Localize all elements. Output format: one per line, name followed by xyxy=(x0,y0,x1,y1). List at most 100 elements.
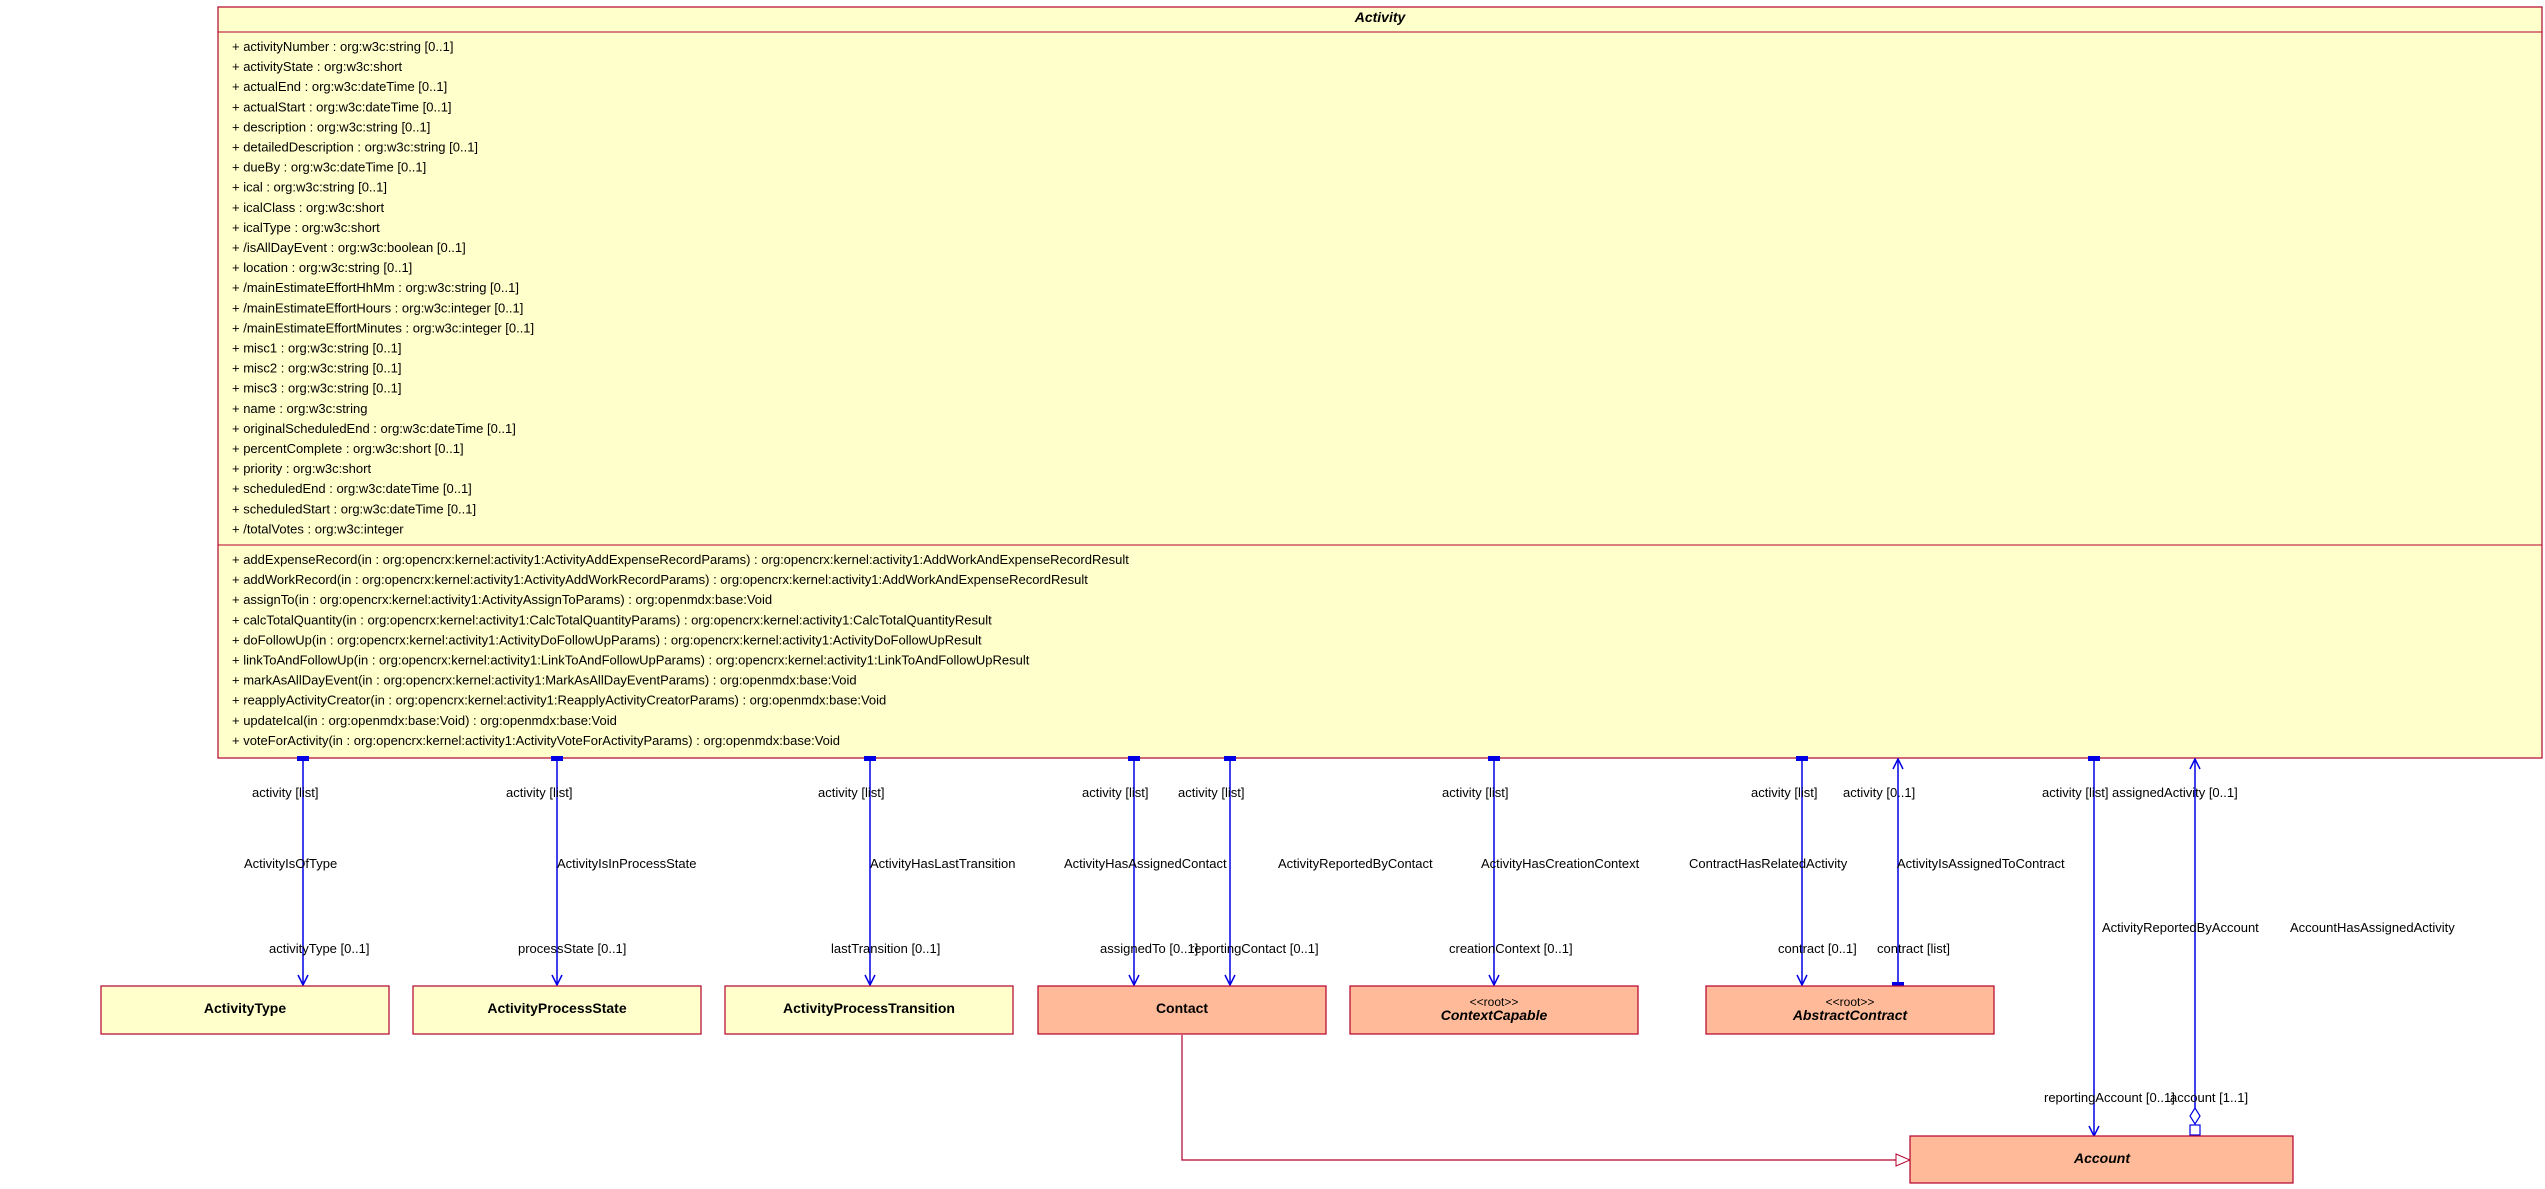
attribute-line: + /isAllDayEvent : org:w3c:boolean [0..1… xyxy=(232,240,466,255)
attribute-line: + misc1 : org:w3c:string [0..1] xyxy=(232,341,401,356)
attribute-line: + /totalVotes : org:w3c:integer xyxy=(232,521,404,536)
operation-line: + addExpenseRecord(in : org:opencrx:kern… xyxy=(232,552,1129,567)
operation-line: + markAsAllDayEvent(in : org:opencrx:ker… xyxy=(232,673,857,688)
assoc-end-activity-reported-by-contact xyxy=(1224,756,1236,761)
attribute-line: + detailedDescription : org:w3c:string [… xyxy=(232,140,478,155)
role-label: activity [list] xyxy=(1082,785,1148,800)
role-label: activity [list] xyxy=(1178,785,1244,800)
class-context-capable-stereotype: <<root>> xyxy=(1470,995,1519,1009)
association-name: ActivityHasCreationContext xyxy=(1481,856,1640,871)
association-labels: activity [list] ActivityIsOfType activit… xyxy=(244,785,2455,1105)
association-name: ActivityHasLastTransition xyxy=(870,856,1015,871)
attribute-line: + icalType : org:w3c:short xyxy=(232,220,380,235)
attribute-line: + activityState : org:w3c:short xyxy=(232,59,403,74)
attribute-line: + location : org:w3c:string [0..1] xyxy=(232,260,412,275)
operation-line: + linkToAndFollowUp(in : org:opencrx:ker… xyxy=(232,653,1030,668)
role-label: activity [list] xyxy=(1442,785,1508,800)
attribute-line: + /mainEstimateEffortMinutes : org:w3c:i… xyxy=(232,320,534,335)
association-name: AccountHasAssignedActivity xyxy=(2290,920,2455,935)
class-activity-process-transition-box xyxy=(724,985,1014,1035)
role-label: reportingContact [0..1] xyxy=(1190,941,1319,956)
role-label: activity [list] xyxy=(1751,785,1817,800)
class-activity-process-transition-title: ActivityProcessTransition xyxy=(783,1000,955,1016)
assoc-end-activity-reported-by-account xyxy=(2088,756,2100,761)
role-label: assignedActivity [0..1] xyxy=(2112,785,2238,800)
attribute-line: + misc2 : org:w3c:string [0..1] xyxy=(232,361,401,376)
role-label: activity [list] xyxy=(506,785,572,800)
operation-line: + calcTotalQuantity(in : org:opencrx:ker… xyxy=(232,612,992,627)
role-label: lastTransition [0..1] xyxy=(831,941,940,956)
attribute-line: + scheduledStart : org:w3c:dateTime [0..… xyxy=(232,501,476,516)
role-label: activityType [0..1] xyxy=(269,941,369,956)
attribute-line: + /mainEstimateEffortHhMm : org:w3c:stri… xyxy=(232,280,519,295)
class-activity-operations: + addExpenseRecord(in : org:opencrx:kern… xyxy=(232,552,1129,748)
class-activity[interactable]: Activity + activityNumber : org:w3c:stri… xyxy=(217,6,2543,759)
assoc-end-contract-has-related-activity xyxy=(1796,756,1808,761)
association-name: ActivityReportedByContact xyxy=(1278,856,1433,871)
role-label: contract [0..1] xyxy=(1778,941,1857,956)
class-activity-box xyxy=(217,6,2543,759)
class-activity-process-state[interactable]: ActivityProcessState xyxy=(412,985,702,1035)
attribute-line: + icalClass : org:w3c:short xyxy=(232,200,384,215)
attribute-line: + dueBy : org:w3c:dateTime [0..1] xyxy=(232,160,426,175)
role-label: account [1..1] xyxy=(2170,1090,2248,1105)
role-label: activity [list] xyxy=(252,785,318,800)
role-label: activity [0..1] xyxy=(1843,785,1915,800)
attribute-line: + /mainEstimateEffortHours : org:w3c:int… xyxy=(232,300,523,315)
class-activity-type-title: ActivityType xyxy=(204,1000,286,1016)
class-contact[interactable]: Contact xyxy=(1037,985,1327,1035)
attribute-line: + misc3 : org:w3c:string [0..1] xyxy=(232,381,401,396)
class-account-box xyxy=(1909,1135,2294,1184)
class-contact-title: Contact xyxy=(1156,1000,1208,1016)
attribute-line: + description : org:w3c:string [0..1] xyxy=(232,119,430,134)
operation-line: + voteForActivity(in : org:opencrx:kerne… xyxy=(232,733,840,748)
class-context-capable-title: ContextCapable xyxy=(1441,1007,1548,1023)
role-label: processState [0..1] xyxy=(518,941,626,956)
role-label: reportingAccount [0..1] xyxy=(2044,1090,2175,1105)
association-name: ActivityIsAssignedToContract xyxy=(1897,856,2065,871)
class-activity-process-transition[interactable]: ActivityProcessTransition xyxy=(724,985,1014,1035)
class-account[interactable]: Account xyxy=(1909,1135,2294,1184)
class-activity-process-state-title: ActivityProcessState xyxy=(487,1000,627,1016)
assoc-end-activity-is-in-process-state xyxy=(551,756,563,761)
operation-line: + updateIcal(in : org:openmdx:base:Void)… xyxy=(232,713,617,728)
assoc-end-activity-is-assigned-to-contract xyxy=(1892,982,1904,987)
class-abstract-contract[interactable]: <<root>> AbstractContract xyxy=(1705,985,1995,1035)
association-name: ActivityIsInProcessState xyxy=(557,856,696,871)
attribute-line: + originalScheduledEnd : org:w3c:dateTim… xyxy=(232,421,516,436)
association-name: ContractHasRelatedActivity xyxy=(1689,856,1848,871)
assoc-end-activity-is-of-type xyxy=(297,756,309,761)
class-account-title: Account xyxy=(2073,1150,2131,1166)
class-activity-type[interactable]: ActivityType xyxy=(100,985,390,1035)
attribute-line: + ical : org:w3c:string [0..1] xyxy=(232,180,387,195)
association-name: ActivityIsOfType xyxy=(244,856,337,871)
attribute-line: + actualEnd : org:w3c:dateTime [0..1] xyxy=(232,79,447,94)
attribute-line: + percentComplete : org:w3c:short [0..1] xyxy=(232,441,464,456)
assoc-qualifier-box xyxy=(2189,1124,2201,1136)
attribute-line: + scheduledEnd : org:w3c:dateTime [0..1] xyxy=(232,481,472,496)
assoc-end-activity-has-assigned-contact xyxy=(1128,756,1140,761)
class-activity-attributes: + activityNumber : org:w3c:string [0..1]… xyxy=(232,39,534,536)
operation-line: + addWorkRecord(in : org:opencrx:kernel:… xyxy=(232,572,1088,587)
association-lines xyxy=(297,756,2201,1136)
class-abstract-contract-stereotype: <<root>> xyxy=(1826,995,1875,1009)
generalization-contact-to-account xyxy=(1181,1035,1910,1160)
attribute-line: + actualStart : org:w3c:dateTime [0..1] xyxy=(232,99,452,114)
association-name: ActivityHasAssignedContact xyxy=(1064,856,1227,871)
class-activity-title: Activity xyxy=(1354,9,1407,25)
assoc-end-activity-has-last-transition xyxy=(864,756,876,761)
role-label: contract [list] xyxy=(1877,941,1950,956)
role-label: activity [list] xyxy=(2042,785,2108,800)
class-context-capable-box xyxy=(1349,985,1639,1035)
class-abstract-contract-title: AbstractContract xyxy=(1792,1007,1909,1023)
attribute-line: + priority : org:w3c:short xyxy=(232,461,371,476)
class-context-capable[interactable]: <<root>> ContextCapable xyxy=(1349,985,1639,1035)
role-label: assignedTo [0..1] xyxy=(1100,941,1198,956)
attribute-line: + name : org:w3c:string xyxy=(232,401,367,416)
role-label: creationContext [0..1] xyxy=(1449,941,1573,956)
operation-line: + reapplyActivityCreator(in : org:opencr… xyxy=(232,693,886,708)
class-activity-type-box xyxy=(100,985,390,1035)
operation-line: + doFollowUp(in : org:opencrx:kernel:act… xyxy=(232,632,982,647)
role-label: activity [list] xyxy=(818,785,884,800)
